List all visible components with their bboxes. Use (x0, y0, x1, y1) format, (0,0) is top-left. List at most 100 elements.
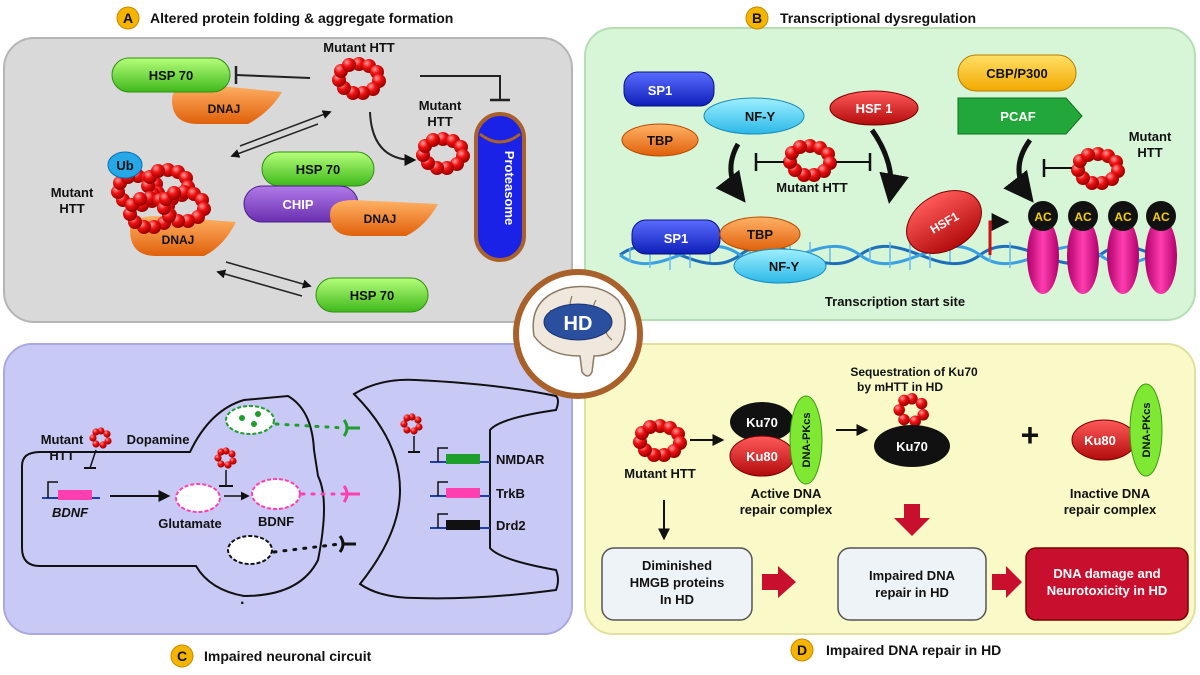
bdnf-protein-label: BDNF (258, 514, 294, 529)
hsp70-bottom-shape (315, 277, 429, 313)
cbp-p300-shape (957, 54, 1077, 92)
pcaf-shape (957, 97, 1083, 135)
glutamate-vesicle (175, 483, 221, 513)
dnapkcs-shape (789, 395, 823, 485)
panel-d-badge: D (797, 642, 807, 658)
ub-shape (107, 151, 143, 179)
nfy-bottom-shape (733, 248, 827, 284)
bdnf-gene-block (58, 490, 92, 500)
sp1-top-label: SP1 (648, 83, 673, 98)
panel-b: B Transcriptional dysregulation SP1 NF-Y… (584, 6, 1196, 321)
hsf1-bottom: HSF1 (906, 190, 982, 254)
dnaj-mid-label: DNAJ (364, 212, 397, 226)
trkb-label: TrkB (496, 486, 525, 501)
mutant-htt-c-label-2: HTT (49, 448, 74, 463)
presynaptic-neuron (21, 394, 325, 598)
panel-c-title: Impaired neuronal circuit (204, 648, 372, 664)
nfy-top-shape (703, 97, 805, 135)
ac-label-4: AC (1152, 210, 1170, 224)
dopamine-vesicle (225, 405, 275, 435)
panel-b-badge: B (752, 10, 762, 26)
panel-b-title: Transcriptional dysregulation (780, 10, 976, 26)
ac-label-2: AC (1074, 210, 1092, 224)
ac-label-3: AC (1114, 210, 1132, 224)
pcaf-label: PCAF (1000, 109, 1035, 124)
nmdar-label: NMDAR (496, 452, 545, 467)
active-label-2: repair complex (740, 502, 833, 517)
dnapkcs-label: DNA-PKcs (801, 412, 813, 467)
ku70-seq-shape (874, 425, 950, 467)
mutant-htt-top-label: Mutant HTT (323, 40, 395, 55)
nmdar-gene-block (446, 454, 480, 464)
hmgb-label-2: HMGB proteins (630, 575, 725, 590)
tbp-bottom-label: TBP (747, 227, 773, 242)
tbp-top-label: TBP (647, 133, 673, 148)
sp1-bottom-label: SP1 (664, 231, 689, 246)
panel-d-title: Impaired DNA repair in HD (826, 642, 1001, 658)
hsp70-top-label: HSP 70 (149, 68, 194, 83)
hsf1-top-label: HSF 1 (856, 101, 893, 116)
ku80-inactive-label: Ku80 (1084, 433, 1116, 448)
drd2-label: Drd2 (496, 518, 526, 533)
center-hd-badge: HD (513, 269, 643, 399)
ac-label-1: AC (1034, 210, 1052, 224)
damage-label-2: Neurotoxicity in HD (1047, 583, 1168, 598)
panel-c-badge: C (177, 648, 187, 664)
hd-label: HD (564, 313, 593, 335)
impaired-label-2: repair in HD (875, 585, 949, 600)
ku80-label: Ku80 (746, 449, 778, 464)
ub-label: Ub (116, 158, 133, 173)
impaired-label-1: Impaired DNA (869, 568, 956, 583)
mutant-htt-right-label-2: HTT (1137, 145, 1162, 160)
hmgb-box (601, 547, 753, 621)
hsp70-bottom-label: HSP 70 (350, 288, 395, 303)
ku70-shape (730, 402, 794, 442)
nfy-top-label: NF-Y (745, 109, 776, 124)
mutant-htt-c-label-1: Mutant (41, 432, 84, 447)
stray-dot: . (240, 591, 244, 608)
black-vesicle (227, 535, 273, 565)
tbp-top-shape (621, 123, 699, 157)
ku70-seq-label: Ku70 (896, 439, 928, 454)
panel-a-title: Altered protein folding & aggregate form… (150, 10, 453, 26)
bdnf-gene-label: BDNF (52, 505, 89, 520)
mutant-htt-d-label: Mutant HTT (624, 466, 696, 481)
dnapkcs-inactive-label: DNA-PKcs (1141, 402, 1153, 457)
proteasome: Proteasome (474, 112, 526, 262)
mutant-htt-left-label-1: Mutant (51, 185, 94, 200)
trkb-gene-block (446, 488, 480, 498)
nfy-bottom-label: NF-Y (769, 259, 800, 274)
sequestration-label-1: Sequestration of Ku70 (850, 365, 978, 379)
inactive-label-2: repair complex (1064, 502, 1157, 517)
dnapkcs-inactive-shape (1129, 383, 1163, 477)
panel-a-badge: A (123, 10, 133, 26)
hmgb-label-3: In HD (660, 592, 694, 607)
bdnf-vesicle (251, 478, 301, 510)
ku70-label: Ku70 (746, 415, 778, 430)
panel-d: D Impaired DNA repair in HD Mutant HTT K… (584, 343, 1196, 662)
mutant-htt-left-label-2: HTT (59, 201, 84, 216)
postsynaptic-neuron (352, 378, 559, 600)
mutant-htt-mid-label-1: Mutant (419, 98, 462, 113)
dnaj-top-label: DNAJ (208, 102, 241, 116)
dnaj-left-label: DNAJ (162, 233, 195, 247)
mutant-htt-mid-label-2: HTT (427, 114, 452, 129)
dnaj-mid-shape (330, 200, 438, 236)
hmgb-label-1: Diminished (642, 558, 712, 573)
red-right-arrow-2 (992, 566, 1022, 598)
cbp-p300-label: CBP/P300 (986, 66, 1047, 81)
sequestration-label-2: by mHTT in HD (857, 380, 943, 394)
tss-label: Transcription start site (825, 294, 965, 309)
red-right-arrow-1 (762, 566, 796, 598)
panel-a: A Altered protein folding & aggregate fo… (3, 6, 573, 323)
drd2-gene-block (446, 520, 480, 530)
chip-label: CHIP (282, 197, 313, 212)
hsp70-mid-label: HSP 70 (296, 162, 341, 177)
dopamine-label: Dopamine (127, 432, 190, 447)
mutant-htt-center-label: Mutant HTT (776, 180, 848, 195)
proteasome-label: Proteasome (502, 151, 517, 225)
hsf1-top-shape (829, 90, 919, 126)
damage-box (1025, 547, 1189, 621)
glutamate-label: Glutamate (158, 516, 222, 531)
